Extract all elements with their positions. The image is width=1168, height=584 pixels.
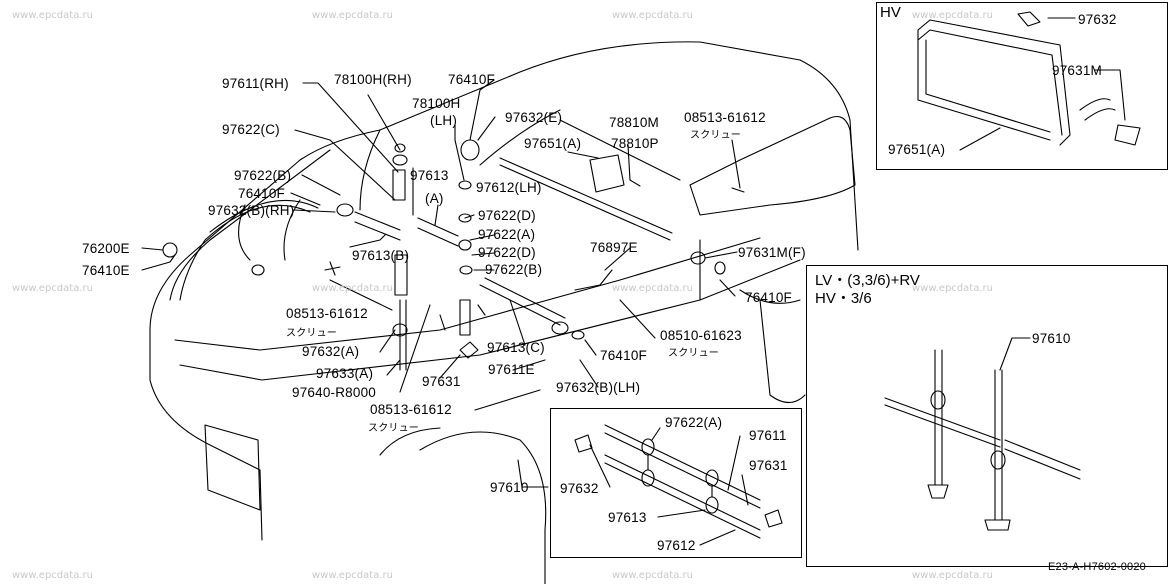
watermark: www.epcdata.ru [912, 570, 993, 581]
part-label[interactable]: 97632 [1078, 12, 1117, 27]
diagram-code: E23-A-H7602-0020 [1048, 561, 1146, 573]
part-label[interactable]: 97631M [1052, 63, 1102, 78]
inset-pipe-drawing [574, 424, 783, 546]
part-label[interactable]: 97613(C) [487, 340, 545, 355]
part-label[interactable]: 97622(B) [485, 262, 543, 277]
watermark: www.epcdata.ru [912, 10, 993, 21]
part-label[interactable]: 97632 [560, 481, 599, 496]
screw-label: スクリュー [368, 423, 419, 434]
part-label[interactable]: 08513-61612 [684, 110, 766, 125]
part-label[interactable]: 97622(D) [478, 208, 536, 223]
part-label[interactable]: 97632(B)(LH) [556, 380, 641, 395]
part-label[interactable]: 97613 [608, 510, 647, 525]
watermark: www.epcdata.ru [312, 283, 393, 294]
part-label[interactable]: 97622(C) [222, 122, 280, 137]
watermark: www.epcdata.ru [912, 283, 993, 294]
variant-lv-title: LV・(3,3/6)+RV [815, 272, 920, 289]
pipe-inset-frame [550, 408, 802, 558]
part-label[interactable]: 97611(RH) [222, 76, 289, 91]
part-label[interactable]: 08510-61623 [660, 328, 742, 343]
part-label[interactable]: 76410F [600, 348, 647, 363]
part-label[interactable]: (LH) [430, 113, 458, 128]
part-label[interactable]: 97631M(F) [738, 245, 806, 260]
part-label[interactable]: 97631 [749, 458, 788, 473]
hv-inset-drawing [917, 11, 1141, 151]
part-label[interactable]: 78810P [611, 136, 659, 151]
lv-inset-frame [806, 265, 1168, 567]
part-label[interactable]: 97622(D) [478, 245, 536, 260]
watermark: www.epcdata.ru [612, 10, 693, 21]
part-label[interactable]: 97610 [490, 480, 529, 495]
watermark: www.epcdata.ru [12, 570, 93, 581]
part-label[interactable]: 76200E [82, 241, 130, 256]
part-label[interactable]: (A) [425, 191, 444, 206]
part-label[interactable]: 97632(A) [302, 344, 360, 359]
lv-pipe-drawing [884, 337, 1081, 531]
part-label[interactable]: 97611E [488, 362, 535, 377]
screw-label: スクリュー [690, 130, 741, 141]
part-label[interactable]: 76897E [590, 240, 638, 255]
part-label[interactable]: 78810M [609, 115, 659, 130]
part-label[interactable]: 76410E [82, 263, 130, 278]
part-label[interactable]: 97633(A) [316, 366, 374, 381]
watermark: www.epcdata.ru [312, 10, 393, 21]
part-label[interactable]: 97632(B)(RH) [208, 203, 295, 218]
part-label[interactable]: 78100H(RH) [334, 72, 412, 87]
part-label[interactable]: 08513-61612 [286, 306, 368, 321]
small-parts [162, 139, 745, 359]
variant-lv-subtitle: HV・3/6 [815, 290, 872, 307]
part-label[interactable]: 97622(B) [234, 168, 292, 183]
part-label[interactable]: 97613(B) [352, 248, 410, 263]
variant-hv-title: HV [880, 4, 901, 21]
van-body-outline [149, 41, 859, 584]
screw-label: スクリュー [286, 328, 337, 339]
part-label[interactable]: 76410F [448, 72, 495, 87]
watermark: www.epcdata.ru [12, 283, 93, 294]
leader-lines [141, 79, 741, 488]
part-label[interactable]: 97651(A) [524, 136, 582, 151]
screw-label: スクリュー [668, 348, 719, 359]
watermark: www.epcdata.ru [612, 283, 693, 294]
part-label[interactable]: 97622(A) [665, 415, 723, 430]
part-label[interactable]: 76410F [238, 186, 285, 201]
part-label[interactable]: 08513-61612 [370, 402, 452, 417]
part-label[interactable]: 97610 [1032, 331, 1071, 346]
watermark: www.epcdata.ru [12, 10, 93, 21]
watermark: www.epcdata.ru [612, 570, 693, 581]
part-label[interactable]: 76410F [745, 290, 792, 305]
part-label[interactable]: 97640-R8000 [292, 385, 377, 400]
part-label[interactable]: 97622(A) [478, 227, 536, 242]
part-label[interactable]: 97631 [422, 374, 461, 389]
part-label[interactable]: 97612 [657, 538, 696, 553]
part-label[interactable]: 97611 [749, 428, 787, 443]
part-label[interactable]: 97632(E) [505, 110, 563, 125]
part-label[interactable]: 97613 [410, 168, 449, 183]
part-label[interactable]: 97612(LH) [476, 180, 542, 195]
washer-hoses [179, 157, 673, 371]
watermark: www.epcdata.ru [312, 570, 393, 581]
part-label[interactable]: 78100H [412, 96, 461, 111]
part-label[interactable]: 97651(A) [888, 142, 946, 157]
